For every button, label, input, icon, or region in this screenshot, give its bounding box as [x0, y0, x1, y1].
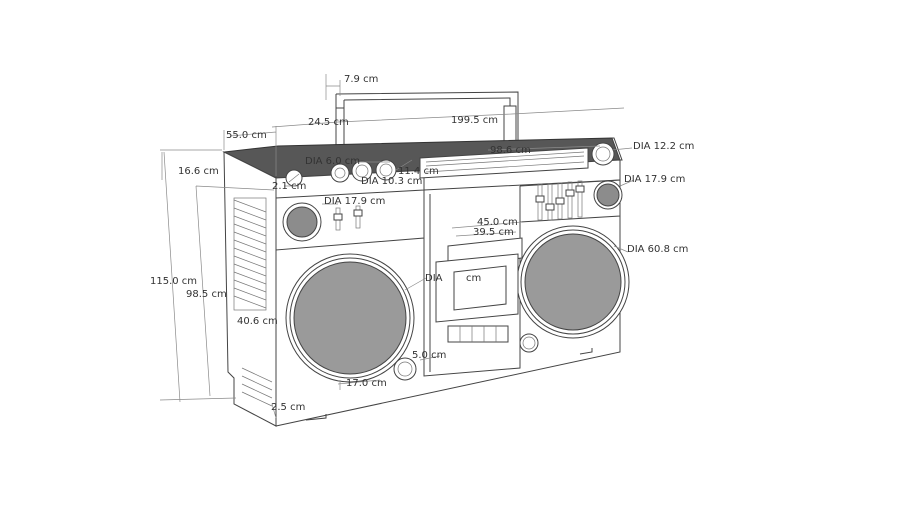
dimension-lines	[159, 74, 635, 419]
dim-knob-row-width: 11.4 cm	[398, 166, 439, 177]
tuning-dial	[419, 147, 589, 179]
dim-left-woofer-dia: DIA	[425, 273, 443, 284]
dim-body-height: 98.5 cm	[186, 289, 227, 300]
left-woofer	[285, 253, 415, 383]
left-tweeter	[282, 202, 322, 242]
dim-cassette-inner: 39.5 cm	[473, 227, 514, 238]
bass-ports	[393, 333, 539, 381]
equalizer-sliders	[333, 180, 585, 231]
dim-left-woofer-unit: cm	[466, 273, 481, 284]
dim-right-knob-dia: DIA 12.2 cm	[633, 141, 694, 152]
dim-foot-height: 2.5 cm	[271, 402, 305, 413]
left-side-panel	[223, 151, 277, 427]
dim-left-tweeter-dia: DIA 17.9 cm	[324, 196, 385, 207]
knob-row	[285, 159, 397, 187]
dim-vent-height: 40.6 cm	[237, 316, 278, 327]
dim-top-height: 16.6 cm	[178, 166, 219, 177]
dim-cassette-outer: 45.0 cm	[477, 217, 518, 228]
right-tweeter	[593, 180, 623, 210]
dim-overall-width: 199.5 cm	[451, 115, 498, 126]
dim-knob-dia: DIA 6.0 cm	[305, 156, 360, 167]
handle	[335, 91, 519, 147]
dim-port-offset: 17.0 cm	[346, 378, 387, 389]
dim-handle-offset: 24.5 cm	[308, 117, 349, 128]
dim-right-tweeter-dia: DIA 17.9 cm	[624, 174, 685, 185]
dim-total-height: 115.0 cm	[150, 276, 197, 287]
side-vent	[233, 197, 273, 407]
dim-knob-row-dia: DIA 10.3 cm	[361, 176, 422, 187]
dim-dial-width: 98.6 cm	[490, 145, 531, 156]
right-woofer	[516, 225, 630, 339]
dim-port-dia: 5.0 cm	[412, 350, 446, 361]
dim-depth: 55.0 cm	[226, 130, 267, 141]
cassette-deck	[435, 237, 523, 343]
dim-handle-width: 7.9 cm	[344, 74, 378, 85]
dim-right-woofer-dia: DIA 60.8 cm	[627, 244, 688, 255]
dimension-labels: 7.9 cm 24.5 cm 199.5 cm 55.0 cm 16.6 cm …	[150, 74, 694, 413]
dim-knob-gap: 2.1 cm	[272, 181, 306, 192]
right-knob	[591, 142, 615, 166]
